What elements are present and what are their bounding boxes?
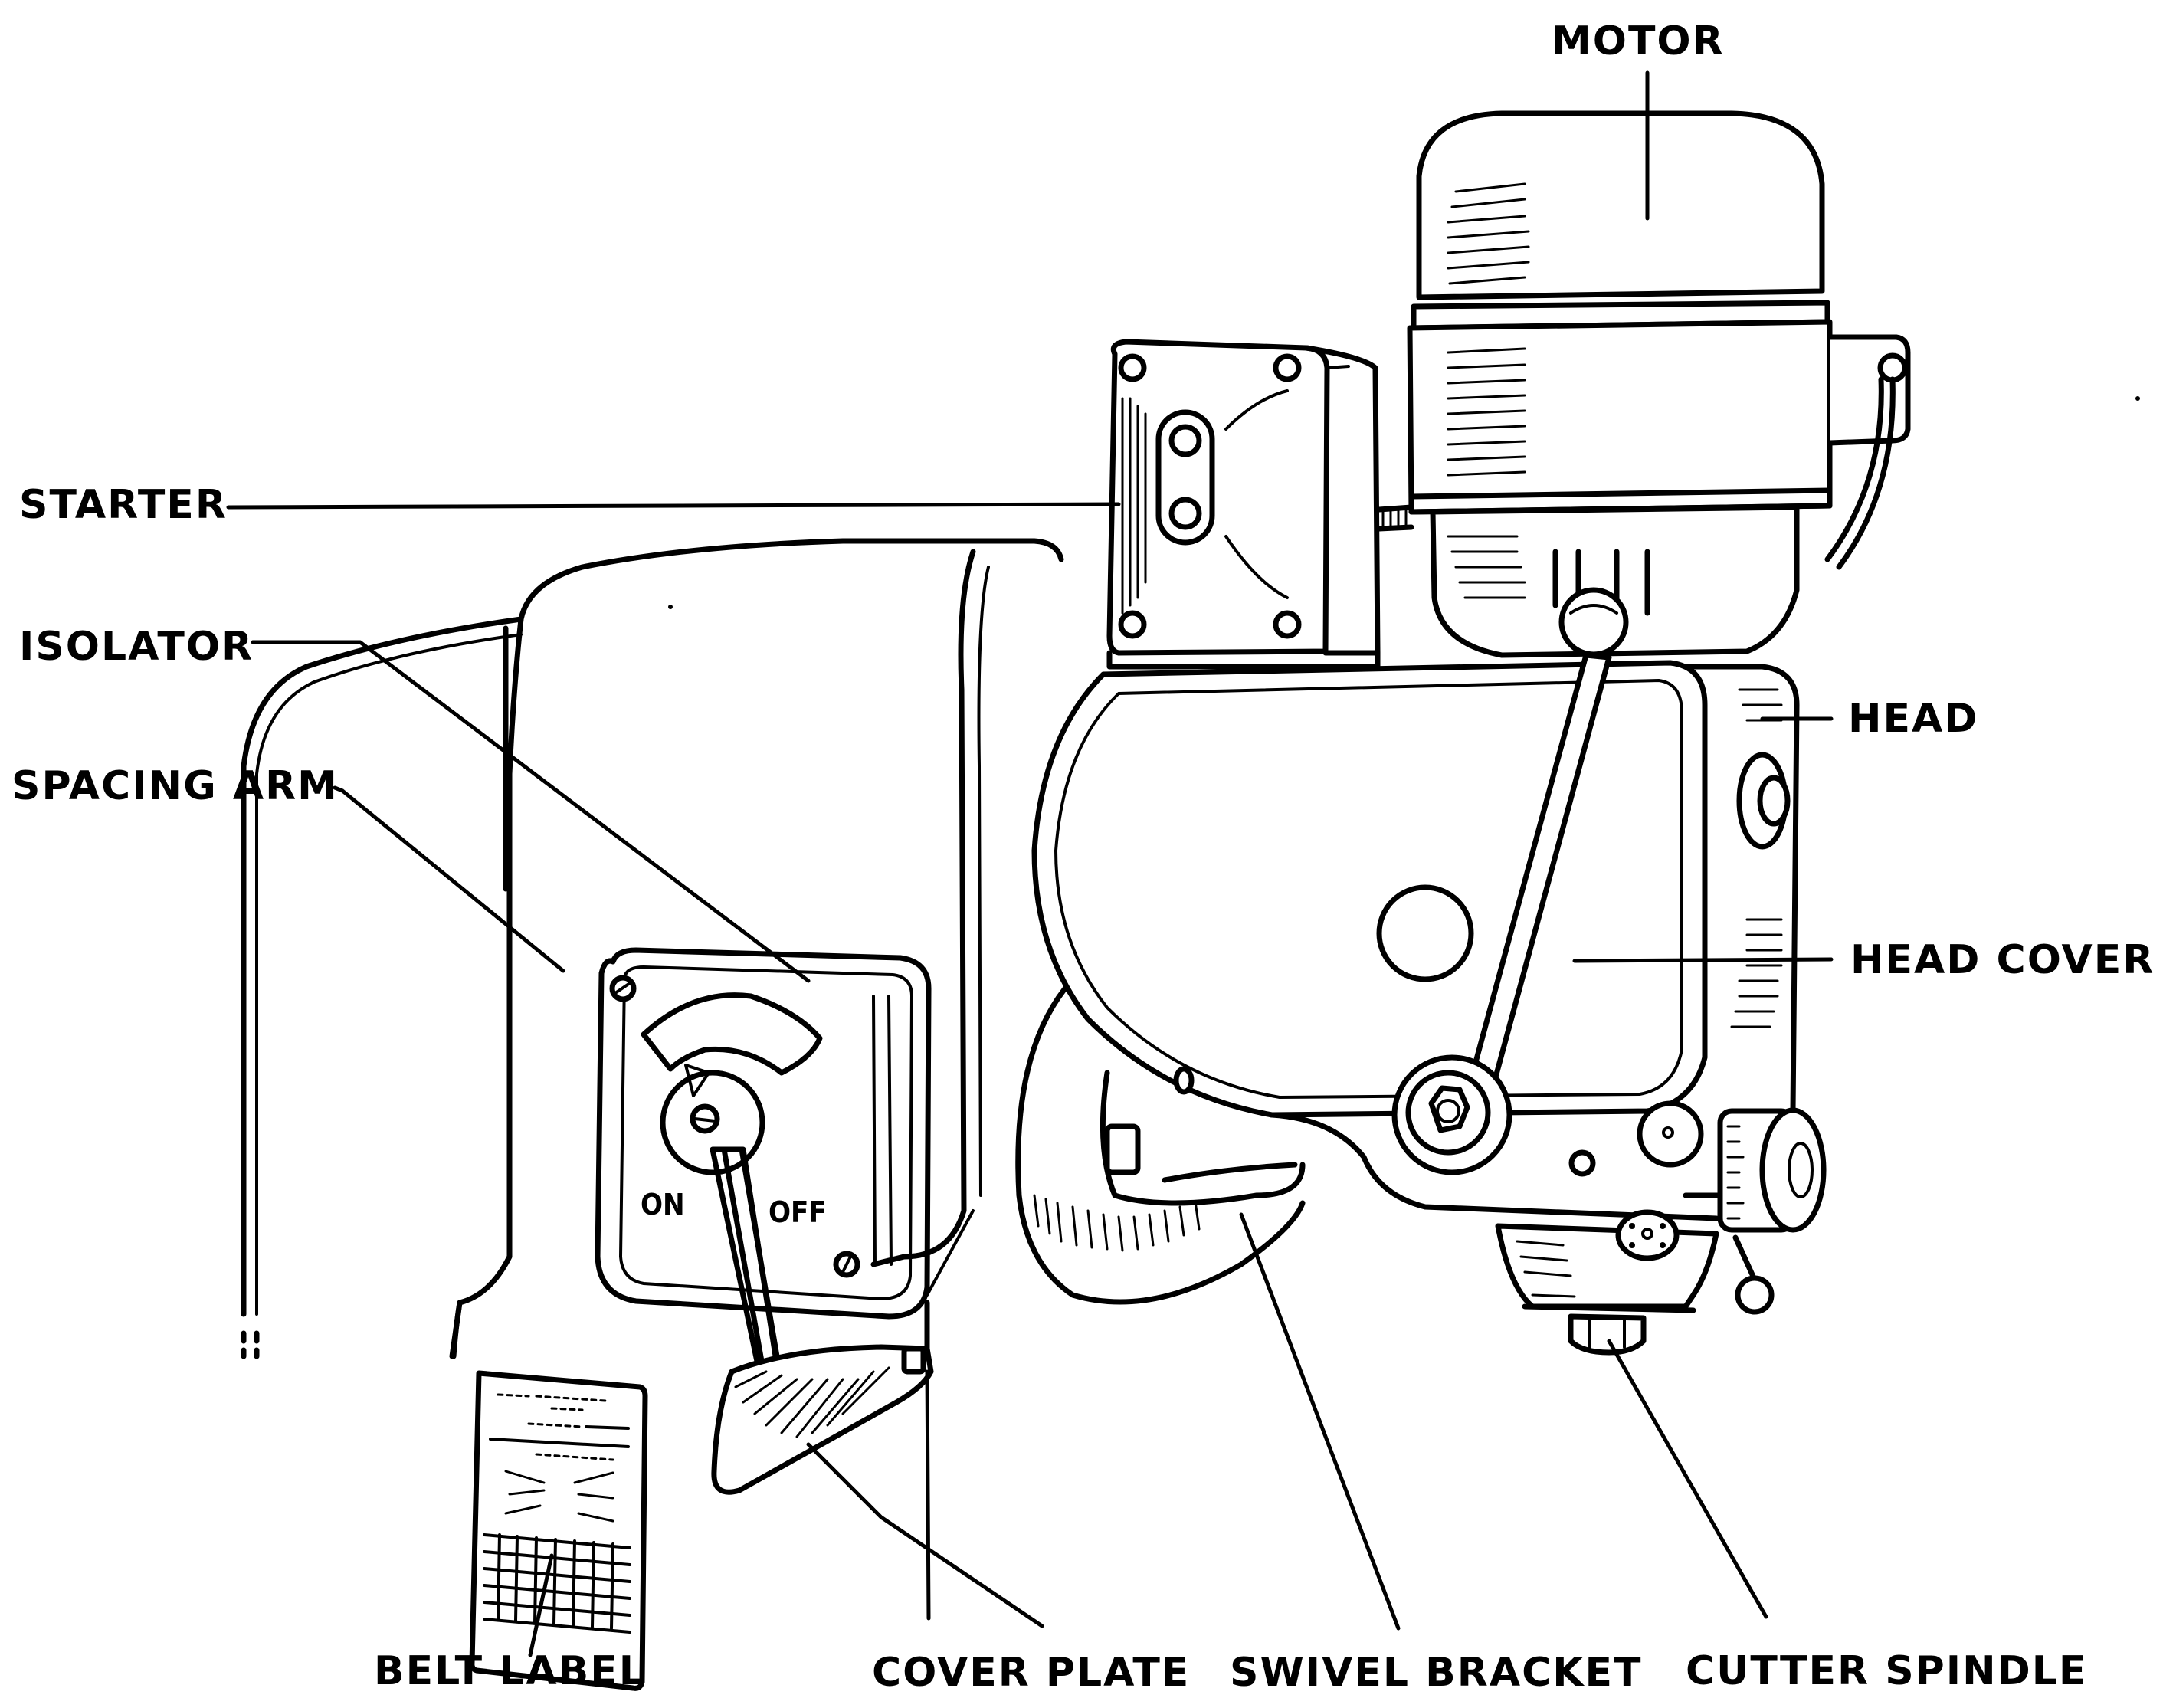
leader-cutter-spindle <box>1607 1339 1768 1619</box>
screw-icon <box>1273 353 1302 382</box>
label-belt-label: BELT LABEL <box>374 1648 646 1694</box>
isolator-off-text: OFF <box>769 1195 827 1229</box>
head-cover <box>1031 660 1708 1118</box>
spacing-arm <box>503 538 1064 1297</box>
leader-cover-plate <box>806 1442 1044 1628</box>
leader-head-cover <box>1572 957 1834 963</box>
label-starter: STARTER <box>19 482 228 528</box>
screw-icon <box>1118 610 1147 639</box>
switch-scale-plate <box>641 992 823 1076</box>
motor <box>1376 110 1911 658</box>
belt-label-plate <box>469 1370 648 1691</box>
starter-box <box>1106 339 1381 670</box>
label-motor: MOTOR <box>1552 18 1725 64</box>
screw-icon <box>1273 610 1302 639</box>
leader-lines <box>226 70 1834 1657</box>
lock-lever-knob[interactable] <box>1735 1275 1775 1315</box>
leader-isolator <box>251 640 811 983</box>
label-swivel-bracket: SWIVEL BRACKET <box>1230 1650 1643 1696</box>
leader-swivel-bracket <box>1239 1212 1401 1631</box>
leader-cover-plate-2 <box>925 1369 931 1621</box>
head-cover-screw <box>1173 1066 1195 1095</box>
head-lock-disc <box>1637 1100 1704 1168</box>
stop-button[interactable] <box>1168 497 1202 530</box>
label-cover-plate: COVER PLATE <box>872 1650 1191 1696</box>
handwheel[interactable] <box>1759 1107 1827 1233</box>
screw-icon <box>1118 353 1147 382</box>
leader-starter <box>226 502 1121 510</box>
swivel-bracket <box>1015 985 1719 1305</box>
cover-plate <box>711 1344 934 1495</box>
label-spacing-arm: SPACING ARM <box>11 763 339 809</box>
label-isolator: ISOLATOR <box>19 624 254 670</box>
machine-column <box>241 616 930 1359</box>
label-head-cover: HEAD COVER <box>1850 937 2155 983</box>
isolator-panel <box>595 947 932 1410</box>
leader-spacing-arm <box>333 785 565 973</box>
lower-head <box>1495 1100 1827 1356</box>
head-lever <box>1391 587 1629 1175</box>
head-lever-knob[interactable] <box>1558 587 1629 657</box>
leader-belt-label <box>528 1553 554 1657</box>
head-cover-inspection-disc <box>1376 884 1474 982</box>
start-button[interactable] <box>1168 424 1202 457</box>
cutter-spindle-nose <box>1568 1313 1647 1356</box>
screw-icon <box>1568 1149 1596 1177</box>
label-cutter-spindle: CUTTER SPINDLE <box>1686 1648 2088 1694</box>
label-head: HEAD <box>1848 696 1979 742</box>
isolator-on-text: ON <box>641 1188 685 1221</box>
